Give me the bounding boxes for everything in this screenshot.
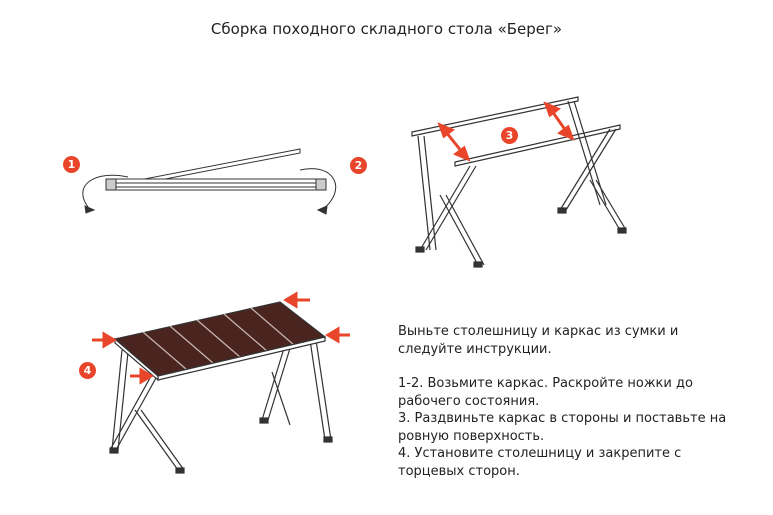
step-badge-4: 4 xyxy=(79,362,96,379)
instruction-step-1-2: 1-2. Возьмите каркас. Раскройте ножки до… xyxy=(398,376,693,409)
instruction-intro: Выньте столешницу и каркас из сумки и сл… xyxy=(398,324,679,357)
page-title: Сборка походного складного стола «Берег» xyxy=(210,20,563,38)
instruction-step-4: 4. Установите столешницу и закрепите с т… xyxy=(398,446,682,479)
spread-arrows xyxy=(437,101,575,162)
rotate-arrow-left xyxy=(82,174,129,208)
assembled-table-drawing xyxy=(109,301,333,474)
rotate-arrow-right xyxy=(299,168,337,211)
tabletop-arrows xyxy=(92,291,350,385)
step-badge-1: 1 xyxy=(63,156,80,173)
instructions: Выньте столешницу и каркас из сумки и сл… xyxy=(398,323,743,480)
step-badge-2: 2 xyxy=(350,157,367,174)
folded-frame-drawing xyxy=(82,148,337,215)
step-badge-3: 3 xyxy=(501,127,518,144)
instruction-step-3: 3. Раздвиньте каркас в стороны и поставь… xyxy=(398,411,727,444)
open-frame-drawing xyxy=(411,96,627,268)
